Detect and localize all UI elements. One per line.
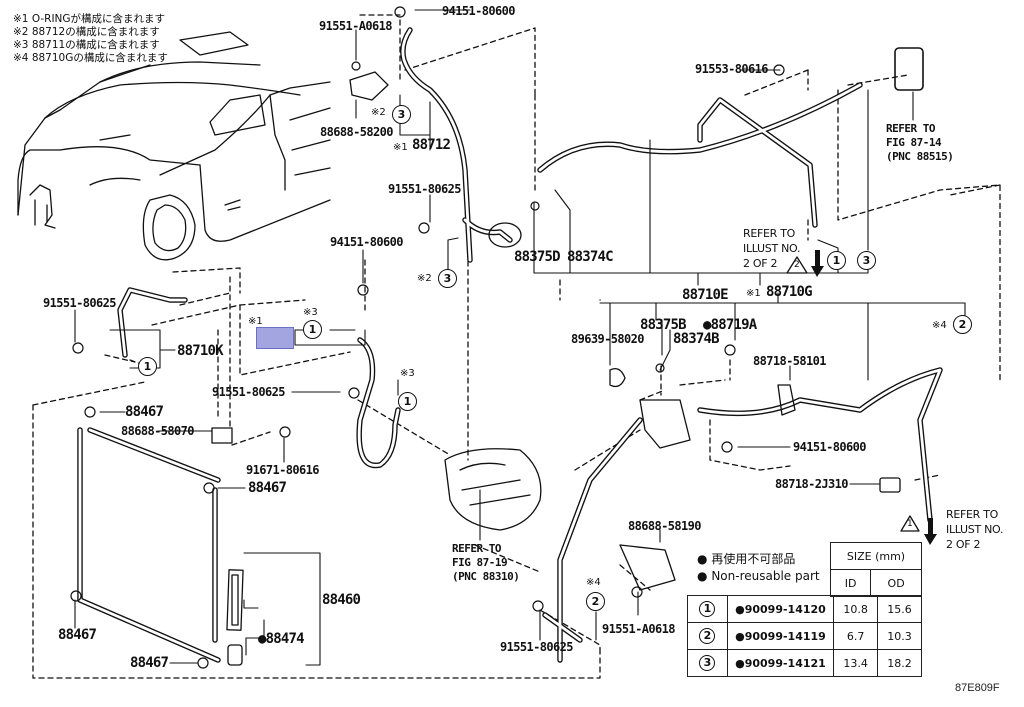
part-label[interactable]: 88467 bbox=[248, 480, 287, 496]
warning-triangle-label: 2 bbox=[794, 260, 800, 270]
part-label[interactable]: 94151-80600 bbox=[330, 235, 403, 249]
warning-triangles bbox=[786, 256, 920, 532]
part-number[interactable]: ●90099-14121 bbox=[726, 649, 835, 677]
part-label[interactable]: 88467 bbox=[130, 655, 169, 671]
note-mark: ※4 bbox=[932, 320, 947, 331]
oring-parts-table: 1 ●90099-14120 10.8 15.6 2 ●90099-14119 … bbox=[687, 595, 922, 677]
od-value: 18.2 bbox=[877, 649, 922, 677]
part-label[interactable]: 91551-80625 bbox=[43, 296, 116, 310]
part-label[interactable]: 91551-80625 bbox=[500, 640, 573, 654]
part-number[interactable]: ●90099-14119 bbox=[726, 622, 835, 650]
callout-1: 1 bbox=[699, 601, 716, 617]
leader-lines bbox=[74, 9, 966, 666]
legend-en: ● Non-reusable part bbox=[697, 569, 820, 583]
note-mark: ※3 bbox=[303, 307, 318, 318]
size-header: SIZE (mm) bbox=[830, 542, 922, 570]
figure-code: 87E809F bbox=[955, 682, 1000, 694]
part-label[interactable]: 91551-A0618 bbox=[319, 19, 392, 33]
note-mark: ※1 bbox=[746, 288, 761, 299]
part-label[interactable]: 88374C bbox=[567, 249, 614, 265]
note-mark: ※1 bbox=[248, 316, 263, 327]
part-label[interactable]: 88375D bbox=[514, 249, 561, 265]
od-value: 15.6 bbox=[877, 595, 922, 623]
part-label[interactable]: 88710K bbox=[177, 343, 224, 359]
callout-1: 1 bbox=[138, 357, 157, 376]
part-label[interactable]: 91553-80616 bbox=[695, 62, 768, 76]
callout-2: 2 bbox=[586, 592, 605, 611]
part-label[interactable]: ●88474 bbox=[258, 631, 305, 647]
note-mark: ※3 bbox=[400, 368, 415, 379]
part-label[interactable]: 88718-2J310 bbox=[775, 477, 848, 491]
pipes-inner bbox=[78, 28, 942, 662]
part-label[interactable]: 89639-58020 bbox=[571, 332, 644, 346]
part-label[interactable]: 91551-80625 bbox=[212, 385, 285, 399]
refer-fig-87-19[interactable]: REFER TO FIG 87-19 (PNC 88310) bbox=[452, 542, 520, 583]
part-label[interactable]: 94151-80600 bbox=[793, 440, 866, 454]
legend-jp: ● 再使用不可部品 bbox=[697, 552, 796, 566]
callout-3: 3 bbox=[392, 105, 411, 124]
note-3: ※3 88711の構成に含まれます bbox=[13, 39, 160, 51]
note-mark: ※4 bbox=[586, 577, 601, 588]
part-label[interactable]: 91671-80616 bbox=[246, 463, 319, 477]
part-label[interactable]: 94151-80600 bbox=[442, 4, 515, 18]
part-label[interactable]: 88688-58190 bbox=[628, 519, 701, 533]
note-mark: ※1 bbox=[393, 142, 408, 153]
id-value: 10.8 bbox=[833, 595, 879, 623]
part-label[interactable]: 88688-58200 bbox=[320, 125, 393, 139]
vehicle-illustration bbox=[17, 31, 331, 261]
callout-1: 1 bbox=[398, 392, 417, 411]
arrows bbox=[811, 250, 937, 545]
part-label[interactable]: 88374B bbox=[673, 331, 720, 347]
refer-illust-2-of-2[interactable]: REFER TO ILLUST NO. 2 OF 2 bbox=[946, 508, 1004, 551]
refer-illust-2-of-2[interactable]: REFER TO ILLUST NO. 2 OF 2 bbox=[743, 227, 801, 270]
note-mark: ※2 bbox=[417, 273, 432, 284]
part-label[interactable]: 91551-80625 bbox=[388, 182, 461, 196]
part-label[interactable]: 88710G bbox=[766, 284, 813, 300]
part-label[interactable]: 88467 bbox=[125, 404, 164, 420]
part-number: 88474 bbox=[265, 631, 305, 647]
part-number[interactable]: ●90099-14120 bbox=[726, 595, 835, 623]
callout-3: 3 bbox=[438, 269, 457, 288]
non-reusable-bullet: ● bbox=[258, 631, 266, 647]
table-row: 1 ●90099-14120 10.8 15.6 bbox=[687, 595, 922, 623]
od-value: 10.3 bbox=[877, 622, 922, 650]
table-row: 3 ●90099-14121 13.4 18.2 bbox=[687, 649, 922, 677]
part-label[interactable]: 88688-58070 bbox=[121, 424, 194, 438]
condenser-boundary bbox=[32, 14, 1001, 679]
callout-2: 2 bbox=[953, 315, 972, 334]
fasteners bbox=[70, 6, 785, 669]
part-label[interactable]: 88460 bbox=[322, 592, 361, 608]
callout-3: 3 bbox=[857, 251, 876, 270]
note-4: ※4 88710Gの構成に含まれます bbox=[13, 52, 168, 64]
table-row: 2 ●90099-14119 6.7 10.3 bbox=[687, 622, 922, 650]
col-id: ID bbox=[829, 569, 872, 597]
part-label[interactable]: 88718-58101 bbox=[753, 354, 826, 368]
part-label[interactable]: 88710E bbox=[682, 287, 729, 303]
id-value: 13.4 bbox=[833, 649, 879, 677]
part-label[interactable]: 88375B bbox=[640, 317, 687, 333]
callout-1: 1 bbox=[827, 251, 846, 270]
note-mark: ※2 bbox=[371, 107, 386, 118]
part-label[interactable]: 91551-A0618 bbox=[602, 622, 675, 636]
part-label[interactable]: ●88719A bbox=[703, 317, 757, 333]
note-2: ※2 88712の構成に含まれます bbox=[13, 26, 160, 38]
highlighted-part[interactable] bbox=[256, 327, 294, 349]
warning-triangle-label: 1 bbox=[907, 519, 913, 529]
callout-3: 3 bbox=[699, 655, 716, 671]
legend: ● 再使用不可部品 ● Non-reusable part bbox=[697, 551, 820, 585]
callout-1: 1 bbox=[303, 320, 322, 339]
id-value: 6.7 bbox=[833, 622, 879, 650]
part-label[interactable]: 88467 bbox=[58, 627, 97, 643]
col-od: OD bbox=[870, 569, 922, 597]
note-1: ※1 O-RINGが構成に含まれます bbox=[13, 13, 166, 25]
part-label[interactable]: 88712 bbox=[412, 137, 451, 153]
receiver-parts bbox=[211, 47, 924, 666]
callout-2: 2 bbox=[699, 628, 716, 644]
refer-fig-87-14[interactable]: REFER TO FIG 87-14 (PNC 88515) bbox=[886, 122, 954, 163]
